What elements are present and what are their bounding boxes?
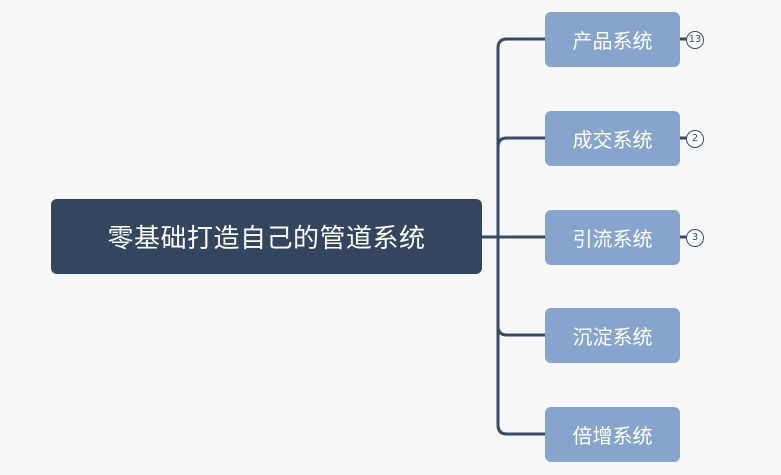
subtopic-label: 沉淀系统 <box>572 325 653 349</box>
root-topic[interactable]: 零基础打造自己的管道系统 <box>51 199 482 274</box>
connector-branch-4 <box>496 235 547 337</box>
subtopic-traffic-system[interactable]: 引流系统 <box>545 210 680 265</box>
subtopic-label: 产品系统 <box>572 29 653 53</box>
collapsed-count-value: 3 <box>691 232 699 243</box>
subtopic-label: 引流系统 <box>572 227 653 251</box>
connector-branch-1 <box>496 37 547 239</box>
collapsed-count-badge[interactable]: 2 <box>686 130 704 148</box>
subtopic-retention-system[interactable]: 沉淀系统 <box>545 308 680 363</box>
collapsed-count-badge[interactable]: 13 <box>686 31 704 49</box>
subtopic-multiplier-system[interactable]: 倍增系统 <box>545 407 680 462</box>
subtopic-label: 成交系统 <box>572 128 653 152</box>
subtopic-label: 倍增系统 <box>572 424 653 448</box>
collapsed-count-value: 2 <box>691 133 699 144</box>
subtopic-product-system[interactable]: 产品系统 <box>545 12 680 67</box>
root-topic-label: 零基础打造自己的管道系统 <box>107 224 426 254</box>
connector-branch-5 <box>496 235 547 436</box>
collapsed-count-badge[interactable]: 3 <box>686 229 704 247</box>
collapsed-count-value: 13 <box>688 34 702 45</box>
connector-branch-2 <box>496 136 547 239</box>
subtopic-deal-system[interactable]: 成交系统 <box>545 111 680 166</box>
